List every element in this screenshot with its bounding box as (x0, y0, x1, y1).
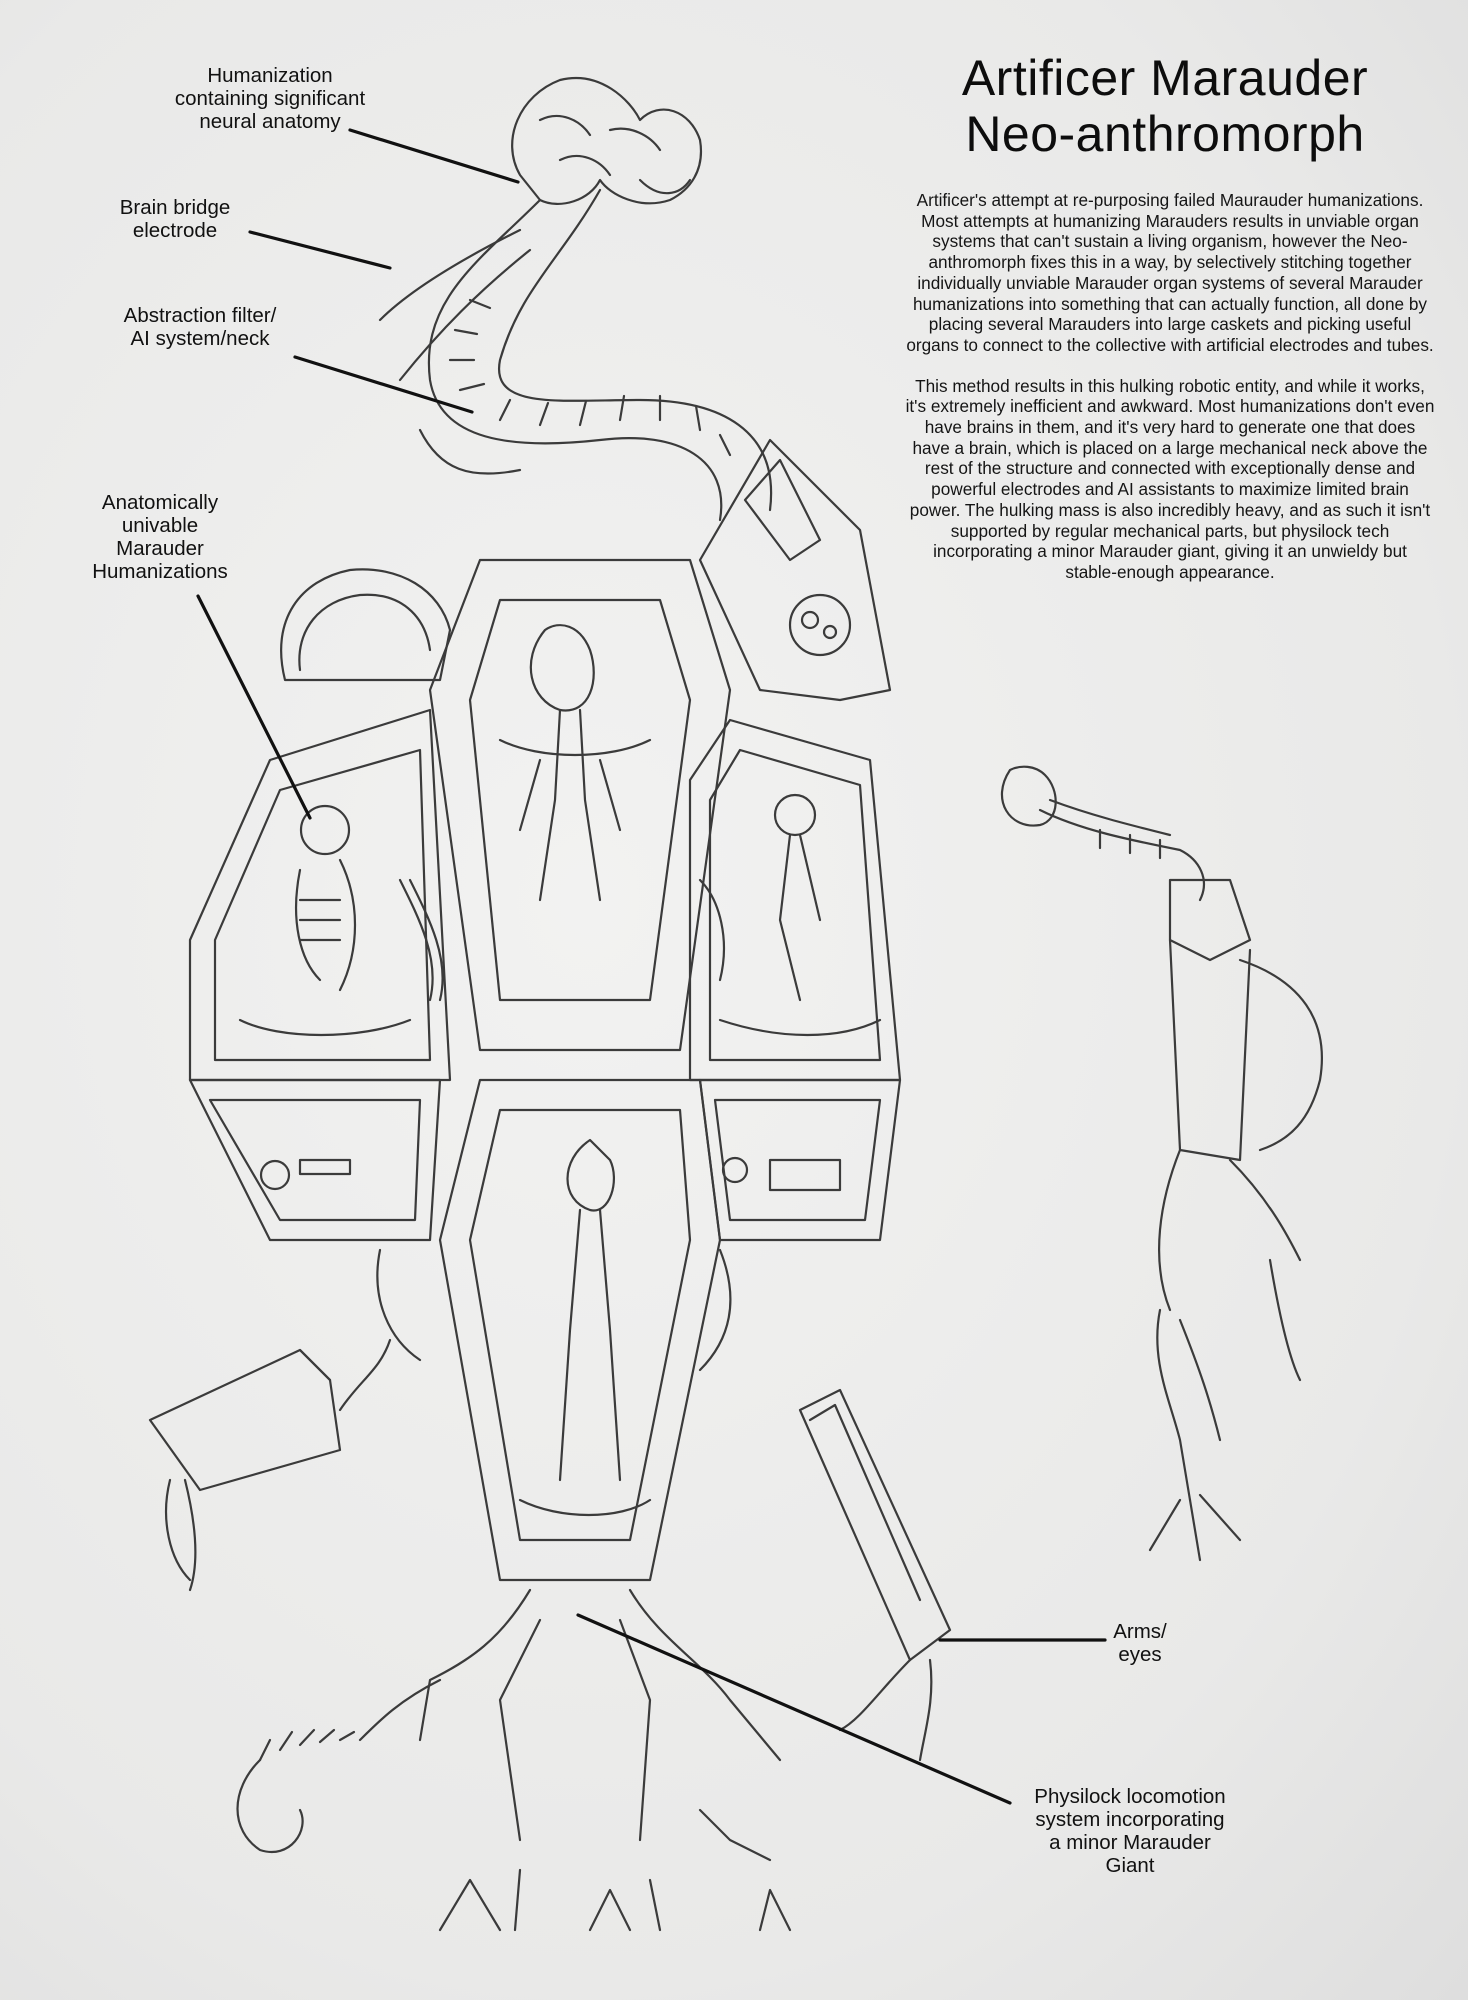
label-line: Brain bridge (119, 196, 231, 219)
description: Artificer's attempt at re-purposing fail… (905, 190, 1435, 603)
label-line: Arms/ (1113, 1620, 1167, 1643)
label-brain-bridge: Brain bridge electrode (90, 196, 260, 242)
description-paragraph-2: This method results in this hulking robo… (905, 375, 1435, 582)
title-line-1: Artificer Marauder (961, 50, 1369, 106)
secondary-creature (1000, 765, 1323, 1562)
left-arm (148, 1338, 392, 1592)
label-humanization: Humanization containing significant neur… (130, 64, 410, 133)
label-line: AI system/neck (130, 327, 270, 350)
label-line: Humanization (207, 64, 333, 87)
left-casket (188, 708, 452, 1191)
hoses (376, 878, 732, 1372)
label-arms: Arms/ eyes (1090, 1620, 1190, 1666)
brain-humanization (511, 77, 703, 205)
label-line: eyes (1118, 1643, 1162, 1666)
label-line: Physilock locomotion (1034, 1785, 1226, 1808)
label-line: containing significant (174, 87, 366, 110)
label-line: Abstraction filter/ (123, 304, 277, 327)
physilock-legs (236, 1588, 792, 1932)
label-physilock: Physilock locomotion system incorporatin… (1010, 1785, 1250, 1877)
right-casket (688, 718, 902, 1192)
upper-right-panel (698, 438, 892, 702)
label-line: a minor Marauder (1049, 1831, 1211, 1854)
leader-abstraction (293, 355, 474, 414)
label-line: neural anatomy (199, 110, 341, 133)
description-paragraph-1: Artificer's attempt at re-purposing fail… (906, 190, 1434, 355)
leader-physilock (576, 1613, 1012, 1805)
page-title: Artificer Marauder Neo-anthromorph (870, 50, 1460, 162)
label-line: Anatomically (101, 491, 219, 514)
label-line: electrode (132, 219, 218, 242)
label-line: univable (121, 514, 199, 537)
label-line: system incorporating (1035, 1808, 1225, 1831)
lower-right-wing (698, 1078, 902, 1242)
label-abstraction: Abstraction filter/ AI system/neck (80, 304, 320, 350)
upper-left-casket (280, 568, 452, 682)
right-arm (798, 1388, 952, 1762)
label-line: Giant (1105, 1854, 1155, 1877)
title-line-2: Neo-anthromorph (965, 106, 1365, 162)
label-anatomical: Anatomically univable Marauder Humanizat… (60, 491, 260, 583)
label-line: Marauder (116, 537, 204, 560)
center-top-casket (428, 558, 732, 1052)
leader-brain-bridge (248, 230, 392, 270)
lower-left-wing (188, 1078, 442, 1242)
lower-center-casket (438, 1078, 722, 1582)
leader-anatomical (196, 594, 312, 820)
mechanical-neck (378, 188, 773, 522)
leader-humanization (348, 128, 520, 184)
label-line: Humanizations (92, 560, 228, 583)
